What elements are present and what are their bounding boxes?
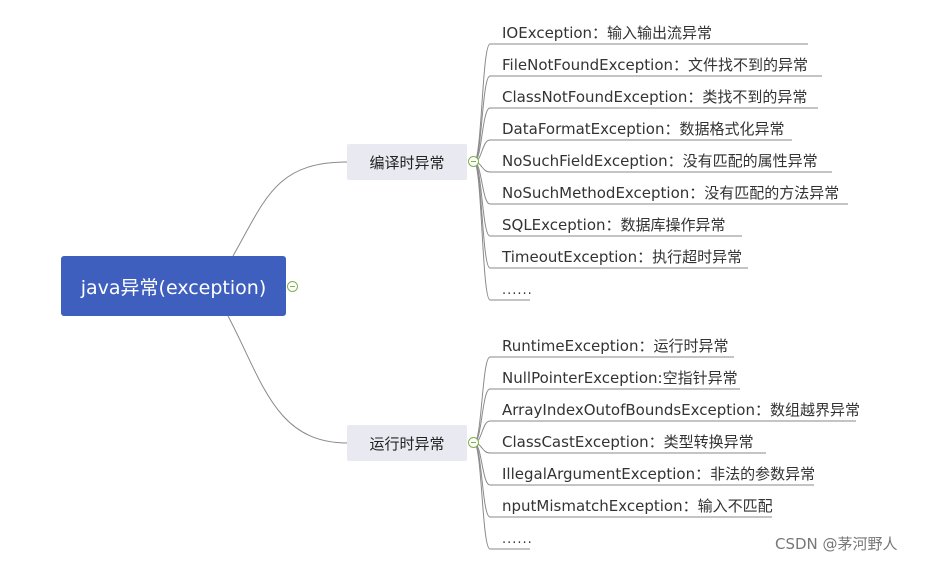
connector-branch0-leaf8 bbox=[473, 161, 491, 301]
leaf-node[interactable]: TimeoutException：执行超时异常 bbox=[502, 248, 743, 266]
leaf-node[interactable]: SQLException：数据库操作异常 bbox=[502, 216, 726, 234]
root-collapse-icon[interactable] bbox=[287, 281, 298, 292]
leaf-node[interactable]: IllegalArgumentException：非法的参数异常 bbox=[502, 465, 816, 483]
leaf-node[interactable]: DataFormatException：数据格式化异常 bbox=[502, 120, 785, 138]
leaf-node[interactable]: ClassCastException：类型转换异常 bbox=[502, 433, 754, 451]
connector-branch0-leaf0 bbox=[473, 43, 491, 163]
leaf-node[interactable]: ClassNotFoundException：类找不到的异常 bbox=[502, 88, 808, 106]
connector-branch0-leaf1 bbox=[473, 75, 491, 163]
leaf-node[interactable]: ArrayIndexOutofBoundsException：数组越界异常 bbox=[502, 401, 860, 419]
connector-branch1-leaf6 bbox=[473, 442, 491, 550]
connector-branch0-leaf7 bbox=[473, 161, 491, 269]
branch-runtime-collapse-icon[interactable] bbox=[468, 437, 479, 448]
connector-root-to-runtime bbox=[227, 315, 348, 444]
branch-node-runtime[interactable]: 运行时异常 bbox=[347, 425, 467, 461]
branch-compile-collapse-icon[interactable] bbox=[468, 156, 479, 167]
connector-branch1-leaf5 bbox=[473, 442, 491, 518]
leaf-node[interactable]: nputMismatchException：输入不匹配 bbox=[502, 497, 773, 515]
watermark: CSDN @茅河野人 bbox=[775, 535, 898, 553]
branch-node-label: 编译时异常 bbox=[369, 153, 445, 172]
leaf-node-ellipsis[interactable]: ...... bbox=[502, 283, 533, 298]
leaf-node[interactable]: NullPointerException:空指针异常 bbox=[502, 369, 738, 387]
root-node[interactable]: java异常(exception) bbox=[61, 256, 286, 316]
leaf-node[interactable]: NoSuchFieldException：没有匹配的属性异常 bbox=[502, 152, 818, 170]
leaf-node[interactable]: RuntimeException：运行时异常 bbox=[502, 337, 729, 355]
leaf-node[interactable]: IOException：输入输出流异常 bbox=[502, 24, 713, 42]
connector-branch1-leaf0 bbox=[473, 356, 491, 444]
leaf-node[interactable]: FileNotFoundException：文件找不到的异常 bbox=[502, 56, 809, 74]
root-node-label: java异常(exception) bbox=[80, 276, 267, 299]
leaf-node-ellipsis[interactable]: ...... bbox=[502, 532, 533, 547]
branch-node-label: 运行时异常 bbox=[369, 434, 445, 453]
connector-root-to-compile bbox=[232, 161, 348, 257]
leaf-node[interactable]: NoSuchMethodException：没有匹配的方法异常 bbox=[502, 184, 840, 202]
branch-node-compile-time[interactable]: 编译时异常 bbox=[347, 144, 467, 180]
